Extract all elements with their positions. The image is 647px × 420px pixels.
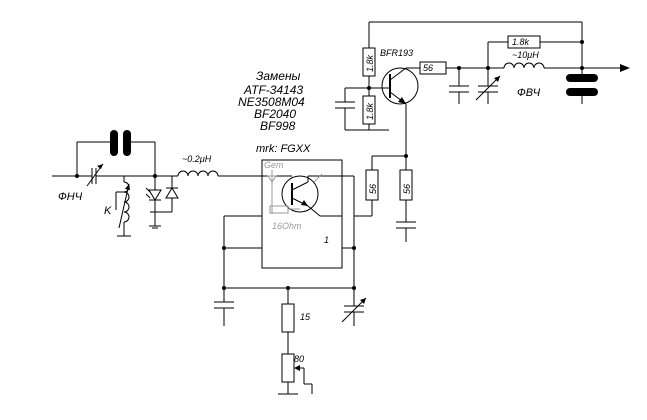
label-inductor-out: ~10μH	[512, 50, 539, 60]
label-zameny: Замены	[256, 69, 301, 83]
label-r15: 15	[300, 312, 311, 322]
label-16ohm: 16Ohm	[272, 221, 302, 231]
label-sub-3: BF2040	[254, 107, 296, 121]
label-r80: 80	[294, 354, 304, 364]
label-fnch: ФНЧ	[58, 191, 83, 203]
label-r56-right: 56	[402, 184, 412, 194]
label-r1k8-lower: 1.8k	[365, 102, 375, 120]
label-marking: mrk: FGXX	[256, 143, 311, 155]
input-section	[52, 130, 262, 237]
label-r56-left: 56	[368, 184, 378, 194]
label-fvch: ФВЧ	[517, 87, 541, 99]
label-pin-1: 1	[324, 235, 329, 245]
label-sub-2: NE3508M04	[238, 95, 305, 109]
label-gem: Gem	[264, 160, 284, 170]
label-r1k8-upper: 1.8k	[365, 54, 375, 72]
label-r1k8-top: 1.8k	[512, 37, 530, 47]
labels: ФНЧ K ~0.2μH Замены ATF-34143 NE3508M04 …	[58, 37, 541, 364]
fet-chip	[223, 159, 355, 288]
bias-network	[214, 246, 367, 395]
label-sub-4: BF998	[260, 119, 296, 133]
amp-stage	[335, 21, 630, 242]
label-bfr193: BFR193	[380, 48, 413, 58]
label-sub-1: ATF-34143	[243, 83, 303, 97]
label-inductor-in: ~0.2μH	[182, 154, 212, 164]
label-r56-top: 56	[423, 63, 433, 73]
label-k: K	[104, 205, 112, 217]
